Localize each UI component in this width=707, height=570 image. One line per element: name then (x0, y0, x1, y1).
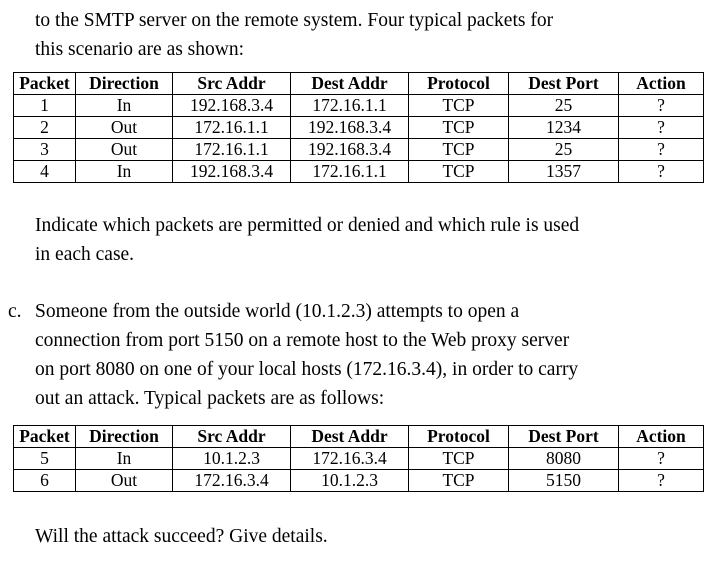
table-1-r1-src-addr: 172.16.1.1 (172, 116, 291, 139)
list-item-c-body: Someone from the outside world (10.1.2.3… (35, 297, 699, 413)
table-1-r0-packet: 1 (13, 94, 76, 117)
table-2-r0-dest-port: 8080 (508, 447, 619, 470)
table-2-r1-direction: Out (75, 469, 173, 492)
table-2-r0-src-addr: 10.1.2.3 (172, 447, 291, 470)
table-2-r0-action: ? (618, 447, 704, 470)
table-1-r3-dest-port: 1357 (508, 160, 619, 183)
table-1-r1-dest-port: 1234 (508, 116, 619, 139)
table-1-r0-src-addr: 192.168.3.4 (172, 94, 291, 117)
table-1-r0-protocol: TCP (408, 94, 509, 117)
list-item-c-line-3: on port 8080 on one of your local hosts … (35, 359, 579, 380)
table-1-r3-dest-addr: 172.16.1.1 (290, 160, 409, 183)
intro-paragraph-line-1: to the SMTP server on the remote system.… (35, 10, 554, 31)
table-2-r0-dest-addr: 172.16.3.4 (290, 447, 409, 470)
table-1-r0-direction: In (75, 94, 173, 117)
table-1-r3-action: ? (618, 160, 704, 183)
table-1-r3-packet: 4 (13, 160, 76, 183)
intro-paragraph-line-2: this scenario are as shown: (35, 39, 245, 60)
table-2-r0-direction: In (75, 447, 173, 470)
table-2-r0-protocol: TCP (408, 447, 509, 470)
table-2-r1-dest-addr: 10.1.2.3 (290, 469, 409, 492)
closing-paragraph-line-1: Will the attack succeed? Give details. (35, 526, 328, 547)
table-2-r1-packet: 6 (13, 469, 76, 492)
list-item-c: c. Someone from the outside world (10.1.… (8, 297, 699, 413)
table-row: 1 In 192.168.3.4 172.16.1.1 TCP 25 ? (13, 94, 704, 117)
table-1-header-dest-port: Dest Port (508, 72, 619, 95)
table-1-header-protocol: Protocol (408, 72, 509, 95)
list-item-c-line-1: Someone from the outside world (10.1.2.3… (35, 301, 520, 322)
table-1-r3-src-addr: 192.168.3.4 (172, 160, 291, 183)
table-1-r2-src-addr: 172.16.1.1 (172, 138, 291, 161)
packet-table-2: Packet Direction Src Addr Dest Addr Prot… (13, 425, 704, 492)
spacer-after-table-1 (0, 183, 707, 211)
table-1-r1-action: ? (618, 116, 704, 139)
table-row: 4 In 192.168.3.4 172.16.1.1 TCP 1357 ? (13, 160, 704, 183)
table-2-header-src-addr: Src Addr (172, 425, 291, 448)
table-1-r3-direction: In (75, 160, 173, 183)
instruction-paragraph: Indicate which packets are permitted or … (35, 211, 679, 269)
table-1-header-packet: Packet (13, 72, 76, 95)
table-1-header-dest-addr: Dest Addr (290, 72, 409, 95)
table-1-r0-action: ? (618, 94, 704, 117)
table-2-r0-packet: 5 (13, 447, 76, 470)
table-1-r1-packet: 2 (13, 116, 76, 139)
instruction-paragraph-line-2: in each case. (35, 244, 135, 265)
table-1-header-direction: Direction (75, 72, 173, 95)
table-row: 3 Out 172.16.1.1 192.168.3.4 TCP 25 ? (13, 138, 704, 161)
table-1-r2-dest-addr: 192.168.3.4 (290, 138, 409, 161)
list-item-c-line-2: connection from port 5150 on a remote ho… (35, 330, 570, 351)
intro-paragraph: to the SMTP server on the remote system.… (35, 6, 679, 64)
table-1-r1-direction: Out (75, 116, 173, 139)
packet-table-1: Packet Direction Src Addr Dest Addr Prot… (13, 72, 704, 183)
spacer-before-item-c (0, 269, 707, 297)
table-2-r1-src-addr: 172.16.3.4 (172, 469, 291, 492)
table-header-row: Packet Direction Src Addr Dest Addr Prot… (13, 72, 704, 95)
table-2-header-direction: Direction (75, 425, 173, 448)
spacer-before-table-1 (0, 64, 707, 72)
table-2-header-action: Action (618, 425, 704, 448)
table-1-r1-protocol: TCP (408, 116, 509, 139)
list-item-c-marker: c. (8, 301, 22, 322)
table-2-header-protocol: Protocol (408, 425, 509, 448)
spacer-before-table-2 (0, 413, 707, 425)
table-1-r2-action: ? (618, 138, 704, 161)
table-2-r1-protocol: TCP (408, 469, 509, 492)
instruction-paragraph-line-1: Indicate which packets are permitted or … (35, 215, 580, 236)
table-1-r3-protocol: TCP (408, 160, 509, 183)
table-1-r2-dest-port: 25 (508, 138, 619, 161)
table-row: 6 Out 172.16.3.4 10.1.2.3 TCP 5150 ? (13, 469, 704, 492)
table-header-row: Packet Direction Src Addr Dest Addr Prot… (13, 425, 704, 448)
list-item-c-line-4: out an attack. Typical packets are as fo… (35, 388, 385, 409)
table-1-r0-dest-port: 25 (508, 94, 619, 117)
table-2-header-dest-addr: Dest Addr (290, 425, 409, 448)
table-1-r0-dest-addr: 172.16.1.1 (290, 94, 409, 117)
table-2-r1-action: ? (618, 469, 704, 492)
table-1-header-action: Action (618, 72, 704, 95)
table-1-r2-packet: 3 (13, 138, 76, 161)
table-1-r2-protocol: TCP (408, 138, 509, 161)
table-2-header-packet: Packet (13, 425, 76, 448)
table-2-header-dest-port: Dest Port (508, 425, 619, 448)
table-row: 2 Out 172.16.1.1 192.168.3.4 TCP 1234 ? (13, 116, 704, 139)
table-1-r2-direction: Out (75, 138, 173, 161)
closing-paragraph: Will the attack succeed? Give details. (35, 522, 679, 551)
table-1-header-src-addr: Src Addr (172, 72, 291, 95)
spacer-before-closing (0, 492, 707, 522)
table-1-r1-dest-addr: 192.168.3.4 (290, 116, 409, 139)
table-row: 5 In 10.1.2.3 172.16.3.4 TCP 8080 ? (13, 447, 704, 470)
table-2-r1-dest-port: 5150 (508, 469, 619, 492)
